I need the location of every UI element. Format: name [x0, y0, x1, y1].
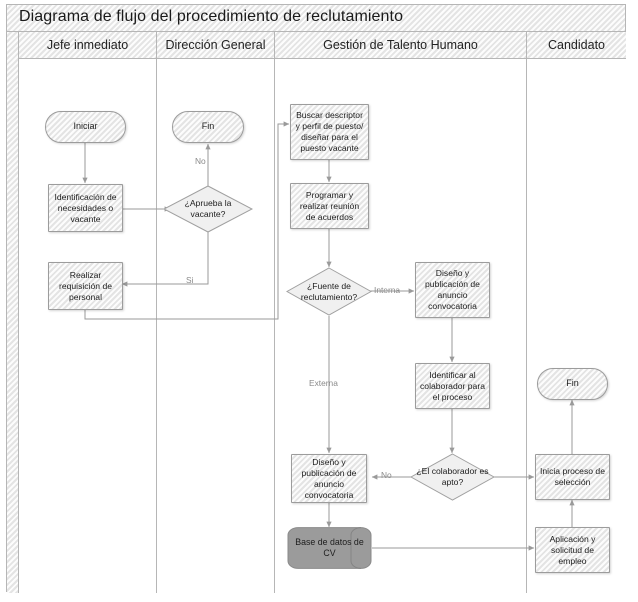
- node-fin-candidato[interactable]: Fin: [537, 368, 608, 400]
- lane-spine: [7, 32, 19, 593]
- node-fin-direccion[interactable]: Fin: [172, 111, 244, 143]
- node-inicia-proceso-seleccion[interactable]: Inicia proceso de selección: [535, 454, 610, 500]
- lane-header-label: Candidato: [548, 38, 605, 52]
- database-shape: [287, 527, 372, 569]
- lane-header-gestion-talento: Gestión de Talento Humano: [275, 32, 527, 58]
- node-aplicacion-solicitud-empleo[interactable]: Aplicación y solicitud de empleo: [535, 527, 610, 573]
- edge-label-si-aprueba: Si: [186, 275, 194, 285]
- node-label: Identificar al colaborador para el proce…: [420, 369, 485, 402]
- node-iniciar[interactable]: Iniciar: [45, 111, 126, 143]
- node-aprueba-vacante[interactable]: ¿Aprueba la vacante?: [163, 185, 253, 233]
- lane-header-row: Jefe inmediato Dirección General Gestión…: [19, 32, 626, 59]
- node-fuente-reclutamiento[interactable]: ¿Fuente de reclutamiento?: [286, 267, 372, 316]
- node-diseno-publicacion-externa[interactable]: Diseño y publicación de anuncio convocat…: [291, 454, 367, 503]
- node-label: ¿Aprueba la vacante?: [184, 198, 232, 219]
- node-label: Realizar requisición de personal: [58, 269, 113, 302]
- flowchart-frame: Diagrama de flujo del procedimiento de r…: [6, 4, 626, 593]
- node-label: Fin: [566, 378, 579, 389]
- node-base-datos-cv[interactable]: Base de datos de CV: [287, 527, 372, 569]
- lane-body-candidato: [527, 59, 626, 593]
- lane-header-label: Gestión de Talento Humano: [323, 38, 478, 52]
- page-title: Diagrama de flujo del procedimiento de r…: [19, 8, 404, 25]
- node-label: Diseño y publicación de anuncio convocat…: [301, 456, 357, 500]
- node-label: Buscar descriptor y perfil de puesto/ di…: [295, 110, 364, 153]
- node-label: Fin: [201, 121, 215, 132]
- node-label: Diseño y publicación de anuncio convocat…: [425, 268, 480, 311]
- node-label: Programar y realizar reunión de acuerdos: [299, 189, 360, 222]
- node-diseno-publicacion-interna[interactable]: Diseño y publicación de anuncio convocat…: [415, 262, 490, 318]
- node-label: ¿El colaborador es apto?: [416, 466, 489, 487]
- diamond-shape: [163, 185, 253, 233]
- node-label: Inicia proceso de selección: [540, 466, 605, 487]
- lane-header-label: Jefe inmediato: [46, 38, 129, 52]
- node-colaborador-apto[interactable]: ¿El colaborador es apto?: [410, 453, 495, 501]
- node-identificar-colaborador[interactable]: Identificar al colaborador para el proce…: [415, 363, 490, 409]
- lane-header-direccion-general: Dirección General: [157, 32, 275, 58]
- node-label: ¿Fuente de reclutamiento?: [300, 280, 358, 302]
- edge-label-interna: Interna: [374, 285, 401, 295]
- edge-label-no-aprueba: No: [195, 156, 206, 166]
- node-buscar-descriptor[interactable]: Buscar descriptor y perfil de puesto/ di…: [290, 104, 369, 160]
- node-label: Identificación de necesidades o vacante: [54, 191, 117, 224]
- lane-header-jefe-inmediato: Jefe inmediato: [19, 32, 157, 58]
- lane-header-candidato: Candidato: [527, 32, 626, 58]
- edge-label-externa: Externa: [309, 378, 338, 388]
- node-identificacion-necesidades[interactable]: Identificación de necesidades o vacante: [48, 184, 123, 232]
- node-programar-reunion[interactable]: Programar y realizar reunión de acuerdos: [290, 183, 369, 229]
- lane-header-label: Dirección General: [165, 38, 266, 52]
- edge-label-no-apto: No: [381, 470, 392, 480]
- node-label: Aplicación y solicitud de empleo: [549, 533, 596, 566]
- node-label: Iniciar: [73, 121, 98, 132]
- node-label: Base de datos de CV: [295, 536, 364, 558]
- diagram-title-bar: Diagrama de flujo del procedimiento de r…: [7, 5, 625, 32]
- node-realizar-requisicion[interactable]: Realizar requisición de personal: [48, 262, 123, 310]
- diamond-shape: [286, 267, 372, 316]
- diamond-shape: [410, 453, 495, 501]
